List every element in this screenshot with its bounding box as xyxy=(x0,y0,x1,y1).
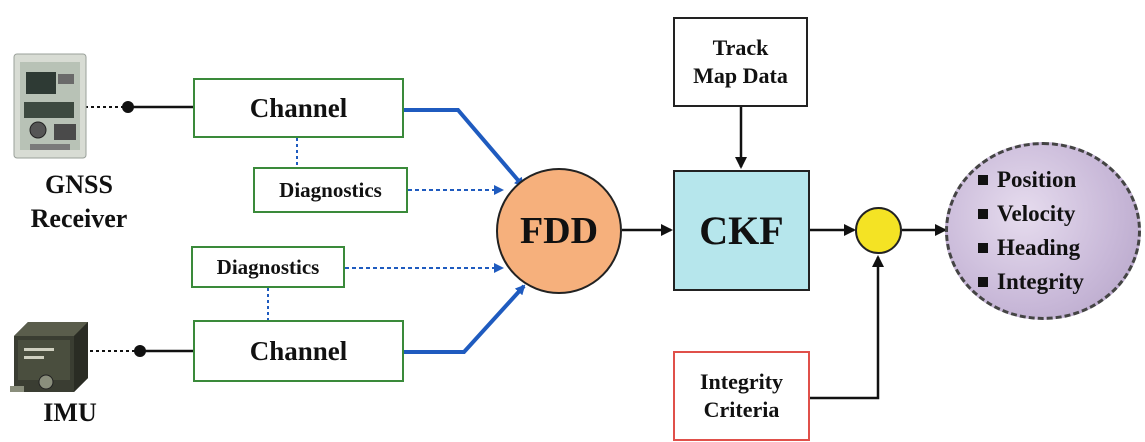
channel-bottom-box: Channel xyxy=(193,320,404,382)
bullet-square-icon xyxy=(978,174,988,185)
channel-bottom-arrow xyxy=(404,284,526,354)
output-ellipse: Position Velocity Heading Integrity xyxy=(945,142,1141,320)
track-map-line1: Track xyxy=(712,35,769,60)
ckf-box: CKF xyxy=(673,170,810,291)
diagnostics-bottom-box: Diagnostics xyxy=(191,246,345,288)
bullet-square-icon xyxy=(978,208,988,219)
output-label: Position xyxy=(997,167,1077,192)
output-label: Integrity xyxy=(997,269,1084,294)
output-item-velocity: Velocity xyxy=(978,197,1138,231)
gnss-receiver-label: GNSS Receiver xyxy=(8,168,150,236)
fdd-node: FDD xyxy=(496,168,622,294)
imu-icon xyxy=(10,322,88,392)
track-map-line2: Map Data xyxy=(693,63,788,88)
channel-top-arrow xyxy=(404,108,525,188)
output-item-position: Position xyxy=(978,163,1138,197)
integrity-line1: Integrity xyxy=(699,369,784,394)
integrity-line2: Criteria xyxy=(703,397,780,422)
output-list: Position Velocity Heading Integrity xyxy=(948,145,1138,317)
output-label: Heading xyxy=(997,235,1081,260)
gnss-label-line1: GNSS xyxy=(45,170,113,199)
track-map-data-box: Track Map Data xyxy=(673,17,808,107)
diagnostics-top-box: Diagnostics xyxy=(253,167,408,213)
output-item-heading: Heading xyxy=(978,231,1138,265)
imu-label: IMU xyxy=(43,398,97,427)
gnss-receiver-icon xyxy=(13,53,87,159)
integrity-criteria-box: Integrity Criteria xyxy=(673,351,810,441)
gnss-label-line2: Receiver xyxy=(30,204,128,233)
channel-top-box: Channel xyxy=(193,78,404,138)
bullet-square-icon xyxy=(978,276,988,287)
summing-junction xyxy=(855,207,902,254)
bullet-square-icon xyxy=(978,242,988,253)
integrity-sum-arrow xyxy=(810,255,884,400)
output-label: Velocity xyxy=(997,201,1076,226)
output-item-integrity: Integrity xyxy=(978,265,1138,299)
